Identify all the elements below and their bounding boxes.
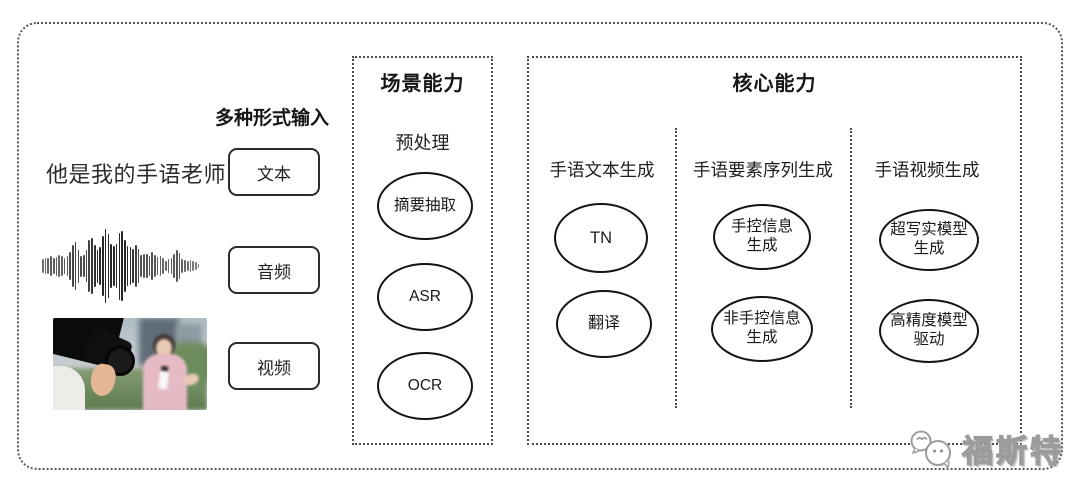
column-header-element-sequence-generation: 手语要素序列生成 [693,160,833,180]
node-high-precision-model-driving: 高精度模型 驱动 [879,299,979,363]
outer-dotted-border [17,22,1063,470]
core-panel-title: 核心能力 [732,73,817,95]
node-translation: 翻译 [556,290,652,358]
node-tn: TN [554,203,648,273]
waveform-icon [42,229,208,303]
microphone-icon [158,370,169,390]
column-divider [850,128,852,408]
node-ocr: OCR [377,352,473,420]
column-header-text-generation: 手语文本生成 [549,160,655,180]
chat-bubbles-icon [910,430,951,469]
text-input-box: 文本 [228,148,320,196]
scene-panel-title: 场景能力 [380,73,465,95]
input-section-label: 多种形式输入 [214,108,329,129]
node-hyperreal-model-generation: 超写实模型 生成 [879,209,979,271]
node-manual-info-generation: 手控信息 生成 [713,204,811,270]
column-divider [675,128,677,408]
core-capability-panel: 核心能力 手语文本生成 手语要素序列生成 手语视频生成 TN 翻译 手控信息 生… [527,56,1022,445]
watermark: 福斯特 [908,426,1064,471]
reporter-face [156,339,172,357]
video-thumbnail [53,318,207,410]
reporter-figure [139,334,201,410]
column-header-video-generation: 手语视频生成 [874,160,980,180]
preprocess-label: 预处理 [395,133,450,153]
video-input-box: 视频 [228,342,320,390]
node-asr: ASR [377,263,473,331]
sample-sentence-text: 他是我的手语老师 [46,162,227,187]
audio-input-box: 音频 [228,246,320,294]
scene-capability-panel: 场景能力 预处理 摘要抽取 ASR OCR [352,56,493,445]
watermark-text: 福斯特 [961,433,1064,469]
node-summary-extraction: 摘要抽取 [377,172,473,240]
node-non-manual-info-generation: 非手控信息 生成 [711,296,813,362]
